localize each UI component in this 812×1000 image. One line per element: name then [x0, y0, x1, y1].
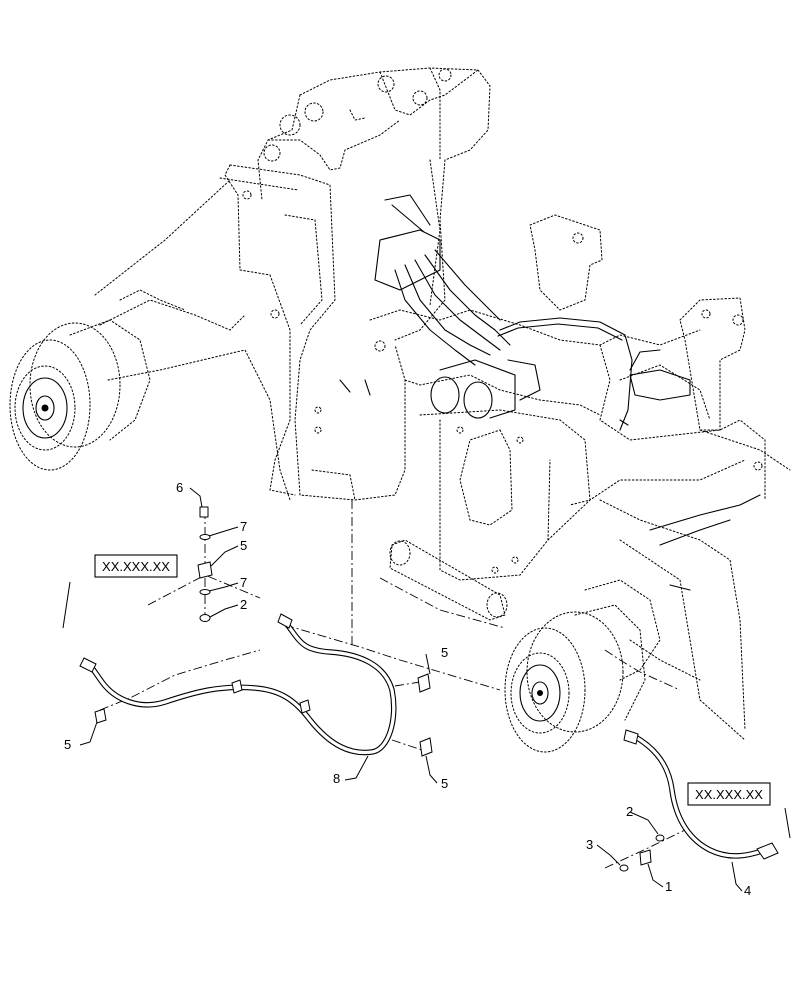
hose-8	[79, 613, 397, 756]
callout-6: 6	[176, 480, 183, 495]
callout-5-center-upper: 5	[441, 645, 448, 660]
right-wheel-hub	[504, 604, 646, 753]
chassis-frame	[94, 67, 791, 741]
callout-3: 3	[586, 837, 593, 852]
reference-box-left-text: XX.XXX.XX	[102, 559, 170, 574]
callout-7-lower: 7	[240, 575, 247, 590]
callout-labels: 6 7 5 7 2 5 5 5 8 2 3 1 4	[64, 480, 751, 898]
callout-4: 4	[744, 883, 751, 898]
left-wheel-hub	[9, 319, 151, 471]
callout-1: 1	[665, 879, 672, 894]
callout-5-stack: 5	[240, 538, 247, 553]
hydraulic-valve-bank	[339, 194, 761, 591]
callout-5-center-lower: 5	[441, 776, 448, 791]
reference-box-left[interactable]: XX.XXX.XX	[94, 554, 178, 578]
callout-leaders	[62, 487, 791, 892]
reference-box-right[interactable]: XX.XXX.XX	[687, 782, 771, 806]
reference-box-right-text: XX.XXX.XX	[695, 787, 763, 802]
callout-7-upper: 7	[240, 519, 247, 534]
hose-4	[623, 729, 779, 860]
callout-2-upper: 2	[240, 597, 247, 612]
callout-2-lower: 2	[626, 804, 633, 819]
hardware-stack	[94, 506, 665, 872]
callout-8: 8	[333, 771, 340, 786]
callout-5-left: 5	[64, 737, 71, 752]
